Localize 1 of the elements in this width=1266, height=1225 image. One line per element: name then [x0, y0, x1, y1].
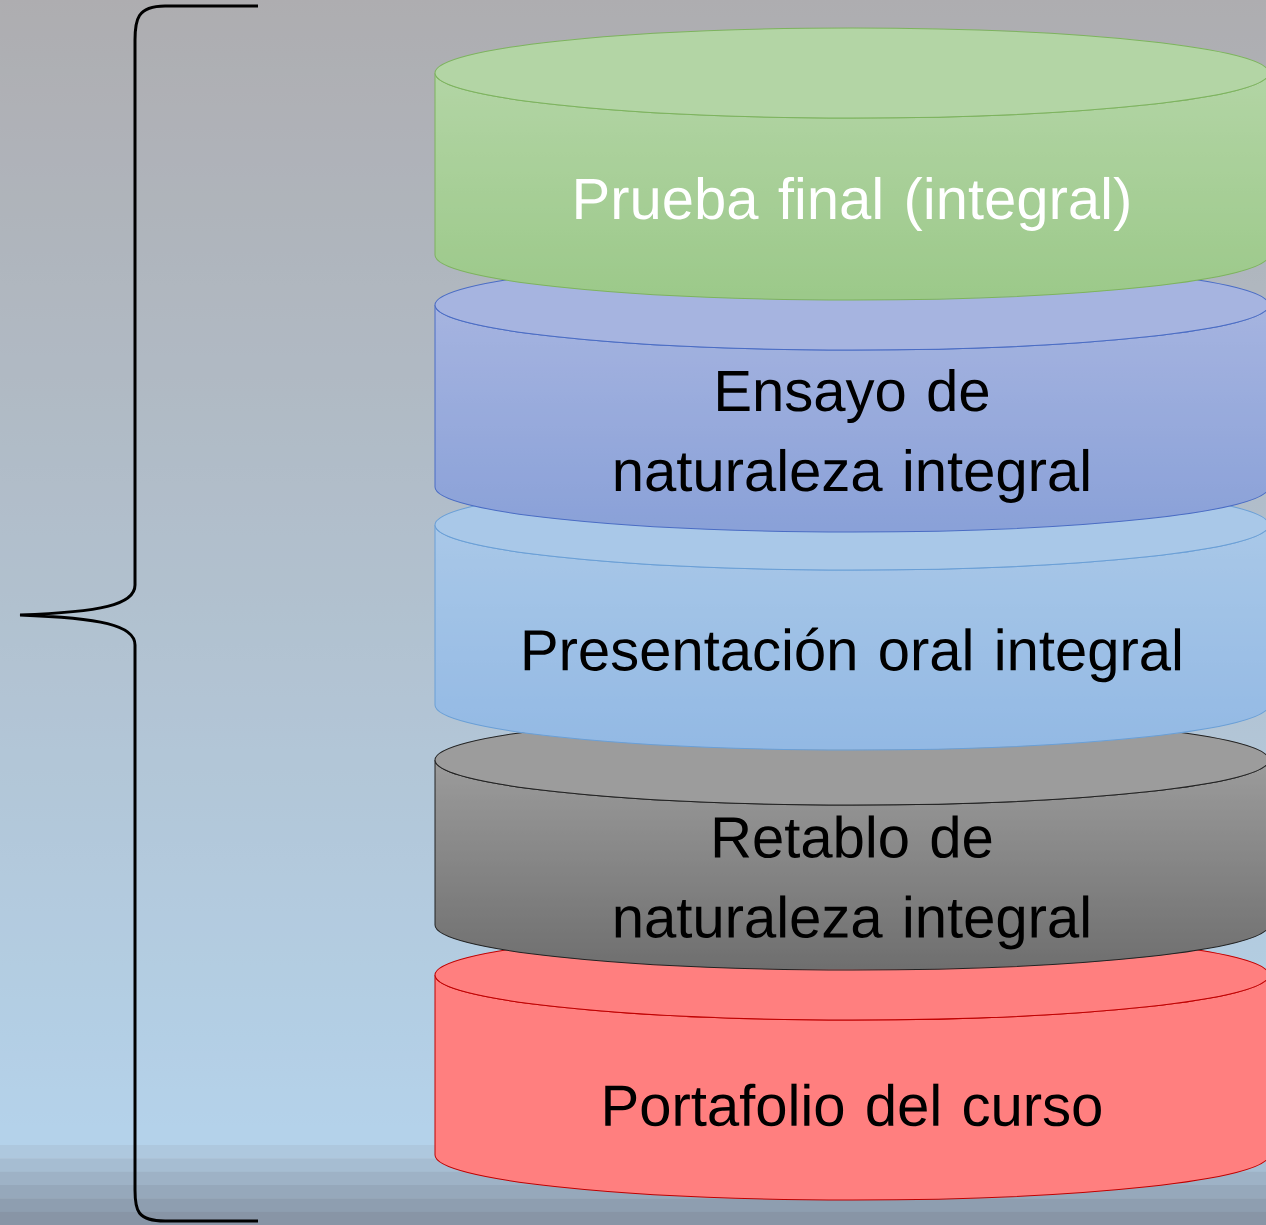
cylinder: Prueba final (integral): [434, 27, 1266, 301]
